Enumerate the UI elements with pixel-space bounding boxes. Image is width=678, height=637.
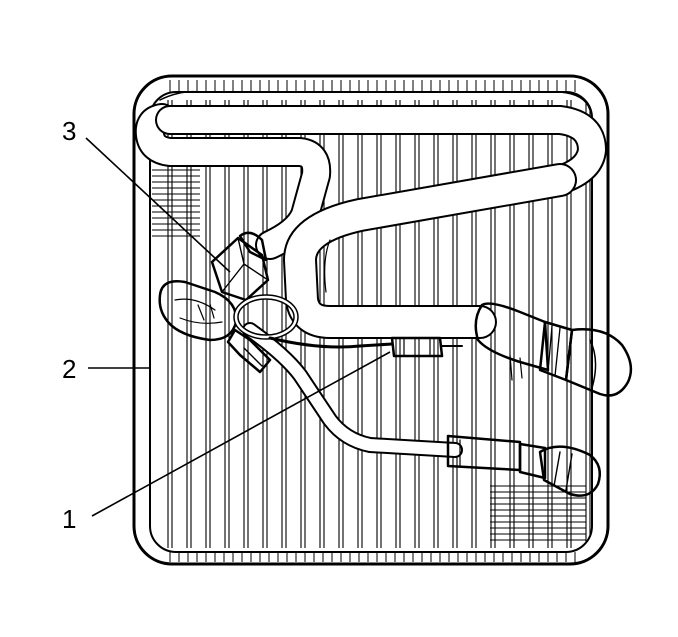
callout-3-label: 3 (62, 116, 76, 146)
callout-leaders (85, 137, 391, 517)
callout-labels: 1 2 3 (62, 116, 76, 534)
callout-2-label: 2 (62, 354, 76, 384)
bottom-tank-ribs (169, 552, 576, 562)
leader-3 (85, 137, 231, 273)
sensor-connector (390, 336, 463, 358)
expansion-valve-assembly (210, 231, 272, 374)
suction-outlet-fitting (474, 302, 633, 397)
sensing-bulb (158, 280, 238, 342)
top-tank-ribs (169, 80, 576, 92)
callout-1-label: 1 (62, 504, 76, 534)
leader-1 (91, 351, 391, 517)
suction-tube (283, 163, 577, 339)
core-hatch-bottom-right (490, 485, 586, 541)
core-hatch-left (152, 169, 200, 237)
capillary-tube (233, 294, 394, 349)
liquid-line-tube (242, 322, 601, 497)
